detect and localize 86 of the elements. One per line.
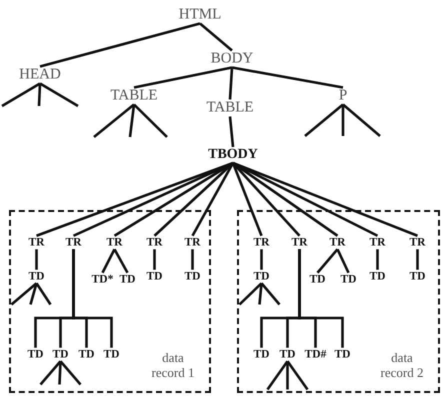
tag-label: TR [330, 236, 346, 248]
tree-edge [298, 249, 344, 348]
subtree-stub [58, 361, 62, 385]
tag-label: TD [120, 274, 136, 286]
tag-label: TBODY [208, 148, 258, 162]
record-caption: data record 2 [380, 350, 424, 381]
subtree-stub [266, 360, 289, 390]
subtree-stub [1, 82, 41, 108]
tree-edge [232, 162, 418, 237]
subtree-stub [35, 282, 52, 306]
subtree-stub [238, 282, 262, 306]
tree-edge [232, 162, 338, 237]
tag-label: P [338, 88, 348, 104]
tree-edge [228, 116, 234, 148]
tree-edge [416, 249, 419, 270]
tree-edge [336, 248, 350, 274]
tree-edge [114, 162, 234, 237]
tree-edge [260, 249, 263, 270]
tag-label: TD [28, 348, 44, 360]
tree-edge [232, 66, 344, 89]
tag-label: TR [292, 236, 308, 248]
tree-edge [228, 67, 234, 100]
record-box [9, 210, 211, 393]
tag-label: TD* [92, 274, 114, 286]
subtree-stub [304, 104, 344, 137]
record-caption: data record 1 [150, 350, 196, 381]
tag-label: TR [370, 236, 386, 248]
tag-label: TD [254, 348, 270, 360]
tree-edge [72, 249, 113, 348]
tag-label: TD [52, 348, 68, 360]
subtree-stub [10, 282, 38, 306]
subtree-stub [342, 104, 344, 136]
tag-label: TR [410, 236, 426, 248]
tag-label: TR [146, 236, 162, 248]
tag-label: TD [184, 270, 200, 282]
subtree-stub [60, 360, 82, 386]
subtree-stub [38, 83, 42, 106]
tag-label: TD [146, 270, 162, 282]
tree-edge [35, 249, 38, 270]
tree-edge [72, 162, 234, 237]
subtree-stub [133, 104, 168, 138]
tag-label: TR [106, 236, 122, 248]
tree-edge [40, 22, 200, 68]
tree-edge [191, 249, 194, 270]
subtree-stub [258, 283, 263, 305]
tree-edge [36, 162, 234, 237]
subtree-stub [260, 282, 280, 306]
tag-label: TR [254, 236, 270, 248]
record-box [237, 210, 440, 393]
subtree-stub [29, 282, 38, 305]
tag-label: HTML [178, 8, 222, 22]
tag-label: TD [254, 270, 270, 282]
tag-label: HEAD [19, 68, 61, 82]
tree-edge [376, 249, 379, 270]
tag-label: TD [370, 270, 386, 282]
subtree-stub [286, 360, 309, 390]
tag-label: TD [340, 274, 356, 286]
subtree-stub [342, 104, 381, 137]
tag-label: BODY [210, 52, 254, 66]
subtree-stub [40, 360, 62, 386]
tree-edge [316, 248, 338, 274]
tree-edge [134, 66, 232, 89]
tag-label: TD [280, 348, 296, 360]
tag-label: TR [28, 236, 44, 248]
tag-label: TD [78, 348, 94, 360]
tag-label: TD [310, 274, 326, 286]
tag-label: TABLE [206, 100, 254, 116]
tag-label: TD [334, 348, 350, 360]
tree-edge [232, 162, 263, 236]
subtree-stub [286, 361, 289, 390]
subtree-stub [128, 104, 136, 138]
tag-label: TR [66, 236, 82, 248]
tag-label: TABLE [110, 88, 158, 104]
tree-edge [191, 162, 234, 236]
subtree-stub [39, 82, 79, 108]
tree-edge [153, 249, 156, 270]
tag-label: TD [28, 270, 44, 282]
tag-label: TD# [304, 348, 326, 360]
tree-edge [101, 248, 116, 274]
tag-label: TR [184, 236, 200, 248]
tree-edge [199, 22, 233, 52]
tag-label: TD [410, 270, 426, 282]
tree-edge [113, 248, 129, 274]
subtree-stub [93, 104, 135, 138]
tag-label: TD [104, 348, 120, 360]
tree-edge [232, 162, 378, 237]
